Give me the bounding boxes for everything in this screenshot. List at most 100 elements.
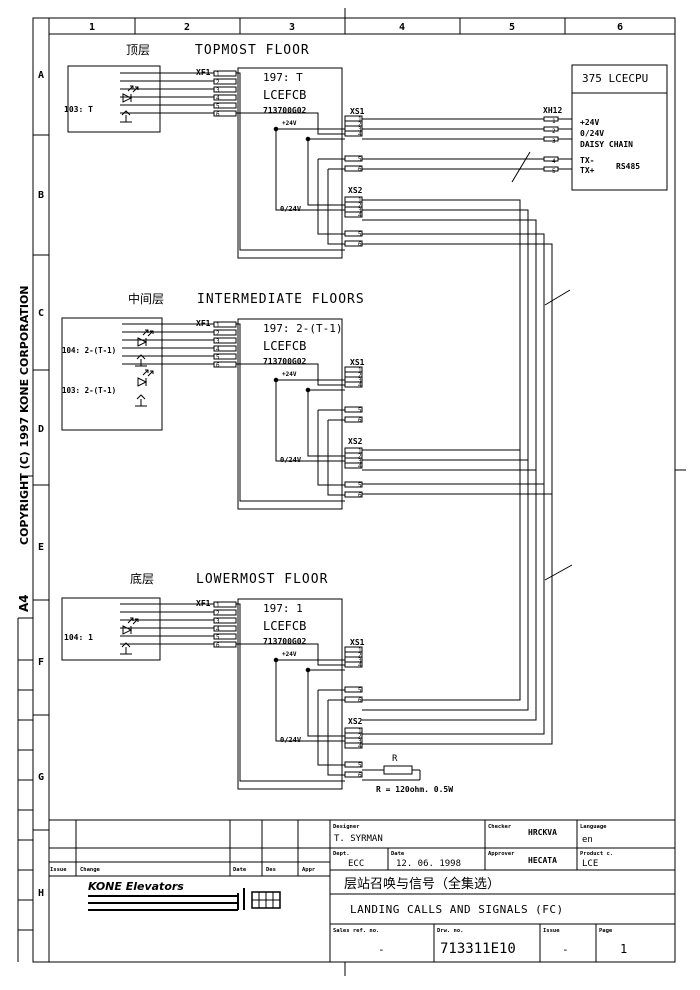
sec1-board-part: 713700G02: [263, 357, 307, 366]
sec0-xs2-pin-1: 1: [358, 197, 362, 204]
tb-checker-label: Checker: [488, 824, 512, 830]
column-label-2: 2: [184, 22, 190, 33]
sec2-wire-6: [327, 699, 345, 776]
xh12-pin-4: 4: [552, 158, 556, 165]
sec1-xf-pin-6: 6: [216, 362, 220, 369]
lcecpu-txm: TX-: [580, 156, 594, 165]
tb-dept: ECC: [348, 859, 364, 869]
sec2-xs2-pin-3: 3: [358, 738, 362, 745]
tb-date-label-2: Date: [391, 851, 405, 857]
sec0-0v-label: 0/24V: [280, 205, 302, 213]
lcecpu-title: 375 LCECPU: [582, 72, 648, 85]
xh12-pin-2: 2: [552, 128, 556, 135]
section-topmost-en: TOPMOST FLOOR: [195, 43, 310, 58]
tb-page: 1: [620, 942, 627, 956]
sec1-xf-pin-5: 5: [216, 354, 220, 361]
sec0-led-rays: [127, 85, 139, 93]
sec2-led-rays: [127, 617, 139, 625]
row-label-a: A: [38, 70, 44, 81]
tb-page-label: Page: [599, 928, 613, 934]
sec0-xs1-pin-3: 3: [358, 126, 362, 133]
device-label-104-bottom: 104: 1: [64, 633, 93, 642]
sec2-xs1-pin-6: 6: [358, 697, 362, 704]
sec2-xs2-pin-1: 1: [358, 728, 362, 735]
sec2-node-a: [273, 657, 279, 663]
sec0-wire-0: [307, 138, 345, 206]
resistor-label: R: [392, 754, 398, 764]
sec1-dn-led-rays: [142, 369, 154, 377]
sec2-xf-pin-5: 5: [216, 634, 220, 641]
sec1-xs2-pin-3: 3: [358, 458, 362, 465]
sec0-xf-pin-5: 5: [216, 103, 220, 110]
tb-issue-label: Issue: [50, 867, 67, 873]
row-label-d: D: [38, 424, 44, 435]
tb-sales: -: [378, 943, 385, 956]
sec1-up-led-rays: [142, 329, 154, 337]
sec0-board-name: LCEFCB: [263, 88, 306, 102]
sec2-xf-label: XF1: [196, 599, 211, 608]
sec0-xs2-pin-6: 6: [358, 241, 362, 248]
sec2-xs1-label: XS1: [350, 638, 365, 647]
sec1-wire-6: [327, 419, 345, 496]
section-topmost-cn: 顶层: [126, 43, 150, 57]
sec0-board-24v: +24V: [282, 120, 297, 127]
sec1-dn-led-icon: [137, 377, 148, 387]
tb-product: LCE: [582, 859, 598, 869]
sec0-led-icon: [122, 93, 133, 103]
sec0-board-box: [237, 67, 343, 259]
sec0-wire-b: [236, 112, 345, 135]
sec0-xs1-pin-2: 2: [358, 121, 362, 128]
sec0-xs1-pin-5: 5: [358, 156, 362, 163]
sec1-xs1-label: XS1: [350, 358, 365, 367]
sec0-xs2-pin-3: 3: [358, 207, 362, 214]
xh12-label: XH12: [543, 106, 562, 115]
sec2-wire-0: [307, 669, 345, 737]
tb-approver: HECATA: [528, 856, 557, 865]
sec1-node-a: [273, 377, 279, 383]
xh12-pin-1: 1: [552, 118, 556, 125]
sec0-node-a: [273, 126, 279, 132]
column-label-4: 4: [399, 22, 405, 33]
sec1-0v-label: 0/24V: [280, 456, 302, 464]
column-label-6: 6: [617, 22, 623, 33]
sec1-node-b: [305, 387, 311, 393]
sec0-board-part: 713700G02: [263, 106, 307, 115]
sec1-xs2-pin-6: 6: [358, 492, 362, 499]
column-label-5: 5: [509, 22, 515, 33]
sec2-xs2-pin-4: 4: [358, 743, 362, 750]
tb-change-label: Change: [80, 867, 101, 873]
company-logo-text: KONE Elevators: [88, 880, 184, 893]
sec2-xf-pin-3: 3: [216, 618, 220, 625]
xh12-pin-3: 3: [552, 138, 556, 145]
lcecpu-rs485: RS485: [616, 162, 640, 171]
sec0-xs2-label: XS2: [348, 186, 363, 195]
tb-designer: T. SYRMAN: [334, 834, 383, 844]
sec2-wire-b: [236, 643, 345, 666]
sec1-up-led-icon: [137, 337, 148, 347]
sec1-xs1-pin-5: 5: [358, 407, 362, 414]
sec1-board-name: LCEFCB: [263, 339, 306, 353]
sec1-wire-a: [236, 323, 345, 502]
row-label-h: H: [38, 888, 44, 899]
sec1-dn-pushbutton-icon: [135, 394, 147, 407]
device-label-104-intermediate: 104: 2-(T-1): [62, 346, 116, 355]
row-label-g: G: [38, 772, 44, 783]
sec0-xf-pin-6: 6: [216, 111, 220, 118]
sec2-led-icon: [122, 625, 133, 635]
tb-drw: 713311E10: [440, 941, 516, 957]
tb-issue2-label: Issue: [543, 928, 560, 934]
sec1-xs2-pin-1: 1: [358, 448, 362, 455]
sec1-device-box: [61, 317, 163, 431]
sec2-pushbutton-icon: [120, 642, 132, 655]
sec1-xs1-pin-4: 4: [358, 382, 362, 389]
sec1-xf-pin-1: 1: [216, 322, 220, 329]
sec0-xs2-pin-rect: [344, 211, 363, 218]
tb-date: 12. 06. 1998: [396, 859, 461, 869]
sec2-board-id: 197: 1: [263, 602, 303, 615]
sec2-xs2-label: XS2: [348, 717, 363, 726]
drawing-title-en: LANDING CALLS AND SIGNALS (FC): [350, 903, 564, 916]
sec2-0v-label: 0/24V: [280, 736, 302, 744]
sec2-board-name: LCEFCB: [263, 619, 306, 633]
sec1-up-pushbutton-icon: [135, 354, 147, 367]
